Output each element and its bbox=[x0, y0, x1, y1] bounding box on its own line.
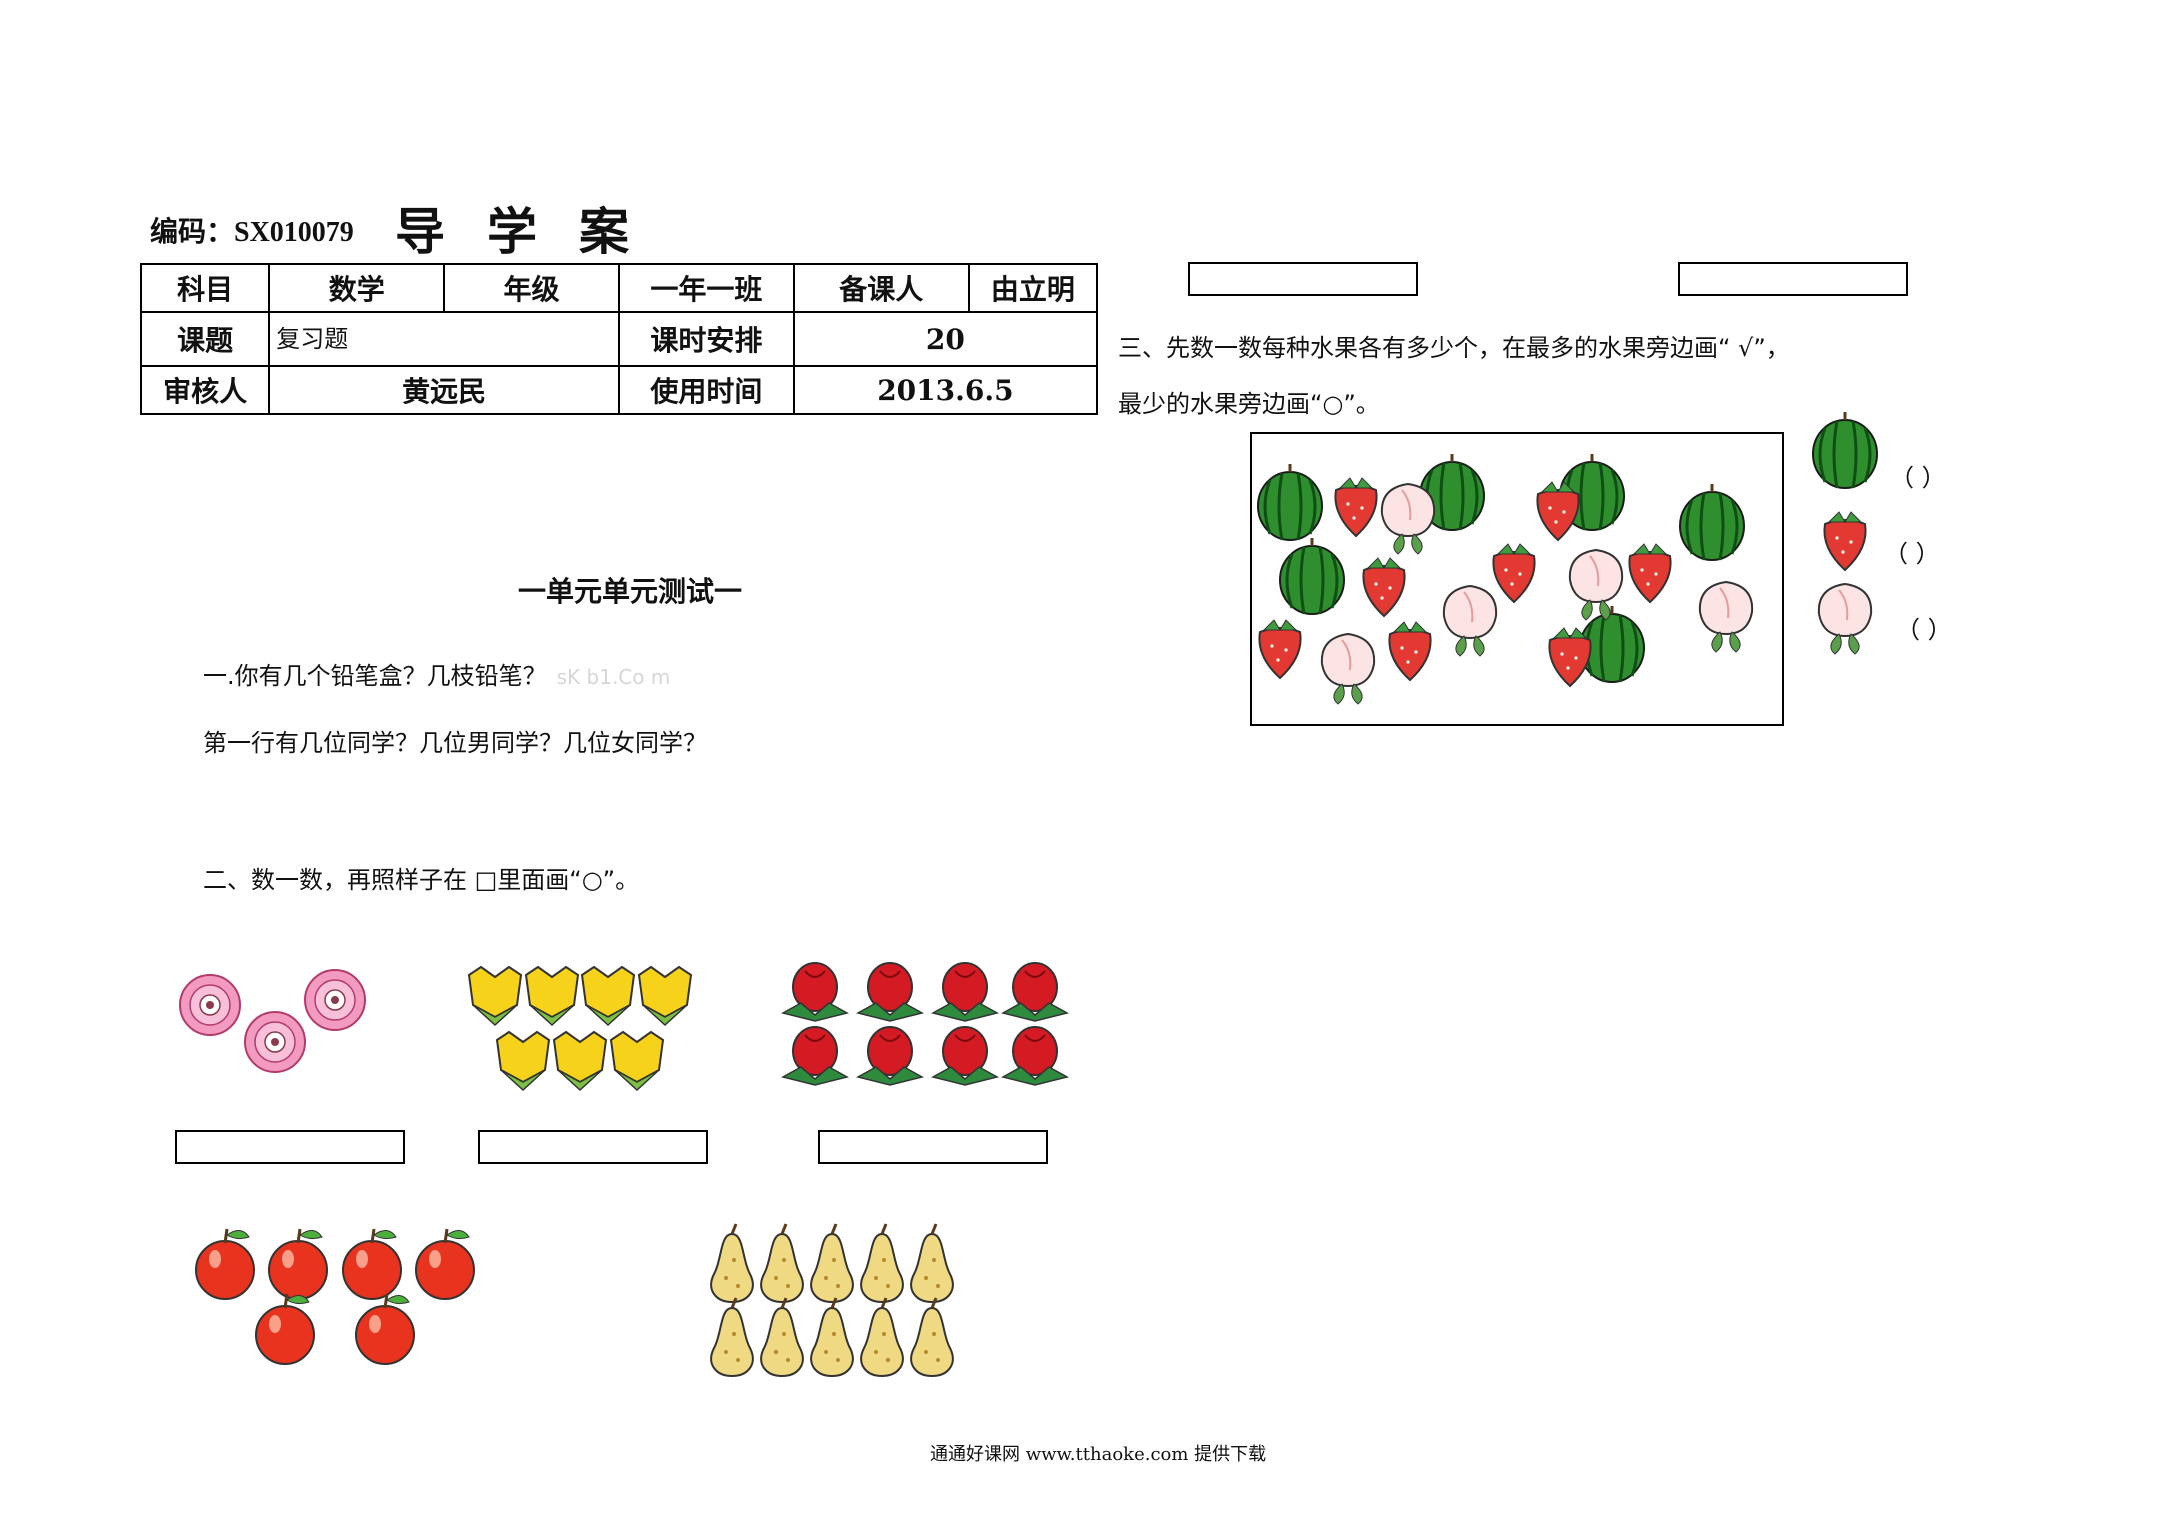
rose-icon bbox=[782, 962, 848, 1022]
date-value: 2013.6.5 bbox=[792, 365, 1099, 415]
pear-icon bbox=[809, 1296, 855, 1378]
pear-icon bbox=[709, 1296, 755, 1378]
pear-icon bbox=[759, 1296, 805, 1378]
strawberry-icon bbox=[1628, 543, 1672, 603]
tulip-group bbox=[468, 966, 692, 1091]
question-3-line-1: 三、先数一数每种水果各有多少个，在最多的水果旁边画“ √”， bbox=[1118, 334, 1790, 362]
strawberry-icon bbox=[1334, 477, 1378, 537]
answer-box[interactable] bbox=[1188, 262, 1418, 296]
peach-icon bbox=[1380, 483, 1436, 555]
peach-icon bbox=[1817, 583, 1873, 655]
question-1-line-1: 一.你有几个铅笔盒？几枝铅笔？ sK b1.Co m bbox=[203, 656, 670, 691]
apple-icon bbox=[341, 1227, 403, 1301]
pink-flower-icon bbox=[179, 974, 241, 1036]
rose-icon bbox=[932, 1026, 998, 1086]
answer-box[interactable] bbox=[1678, 262, 1908, 296]
apple-icon bbox=[267, 1227, 329, 1301]
answer-box[interactable] bbox=[478, 1130, 708, 1164]
strawberry-icon bbox=[1362, 557, 1406, 617]
pear-icon bbox=[759, 1222, 805, 1304]
answer-box[interactable] bbox=[818, 1130, 1048, 1164]
preparer-label: 备课人 bbox=[792, 263, 970, 313]
date-label: 使用时间 bbox=[617, 365, 795, 415]
info-table: 科目 数学 年级 一年一班 备课人 由立明 课题 复习题 课时安排 20 审核人… bbox=[139, 263, 1099, 415]
pink-flower-icon bbox=[304, 969, 366, 1031]
pear-icon bbox=[809, 1222, 855, 1304]
peach-icon bbox=[1698, 581, 1754, 653]
watermelon-icon bbox=[1811, 410, 1879, 490]
schedule-value: 20 bbox=[792, 311, 1099, 367]
answer-paren-watermelon[interactable]: （ ） bbox=[1890, 464, 1946, 492]
table-row: 科目 数学 年级 一年一班 备课人 由立明 bbox=[139, 263, 1099, 313]
table-row: 审核人 黄远民 使用时间 2013.6.5 bbox=[139, 365, 1099, 415]
strawberry-icon bbox=[1388, 621, 1432, 681]
unit-title: 一单元单元测试一 bbox=[518, 575, 743, 608]
pear-group bbox=[709, 1222, 955, 1378]
subject-value: 数学 bbox=[268, 263, 446, 313]
tulip-icon bbox=[496, 1031, 550, 1091]
strawberry-icon bbox=[1492, 543, 1536, 603]
footer-text: 通通好课网 www.tthaoke.com 提供下载 bbox=[930, 1444, 1267, 1465]
reviewer-value: 黄远民 bbox=[268, 365, 620, 415]
question-2-text: 二、数一数，再照样子在 □里面画“○”。 bbox=[203, 866, 640, 894]
fruit-board bbox=[1250, 432, 1784, 726]
page-title: 导学案 bbox=[395, 202, 671, 261]
rose-icon bbox=[932, 962, 998, 1022]
apple-icon bbox=[354, 1292, 416, 1366]
rose-icon bbox=[857, 962, 923, 1022]
apple-icon bbox=[194, 1227, 256, 1301]
question-1-line-2: 第一行有几位同学？几位男同学？几位女同学？ bbox=[203, 729, 707, 757]
apple-group bbox=[194, 1227, 476, 1366]
tulip-icon bbox=[581, 966, 635, 1026]
peach-icon bbox=[1320, 633, 1376, 705]
rose-icon bbox=[857, 1026, 923, 1086]
tulip-icon bbox=[610, 1031, 664, 1091]
strawberry-icon bbox=[1536, 481, 1580, 541]
watermelon-icon bbox=[1278, 536, 1346, 616]
preparer-value: 由立明 bbox=[967, 263, 1099, 313]
tulip-icon bbox=[553, 1031, 607, 1091]
subject-label: 科目 bbox=[139, 263, 271, 313]
strawberry-icon bbox=[1258, 619, 1302, 679]
topic-label: 课题 bbox=[139, 311, 271, 367]
question-1-text: 一.你有几个铅笔盒？几枝铅笔？ bbox=[203, 662, 547, 690]
question-3-line-2: 最少的水果旁边画“○”。 bbox=[1118, 390, 1380, 418]
pear-icon bbox=[859, 1222, 905, 1304]
flower-group bbox=[179, 969, 366, 1073]
pear-icon bbox=[909, 1296, 955, 1378]
watermelon-icon bbox=[1678, 482, 1746, 562]
pear-icon bbox=[709, 1222, 755, 1304]
strawberry-icon bbox=[1823, 511, 1867, 571]
schedule-label: 课时安排 bbox=[617, 311, 795, 367]
fruit-board-drawing bbox=[1256, 452, 1754, 705]
watermark-text: sK b1.Co m bbox=[556, 665, 671, 689]
document-code: 编码：SX010079 bbox=[150, 217, 354, 248]
rose-icon bbox=[1002, 1026, 1068, 1086]
peach-icon bbox=[1568, 549, 1624, 621]
tulip-icon bbox=[468, 966, 522, 1026]
watermelon-icon bbox=[1256, 462, 1324, 542]
answer-box[interactable] bbox=[175, 1130, 405, 1164]
reviewer-label: 审核人 bbox=[139, 365, 271, 415]
tulip-icon bbox=[638, 966, 692, 1026]
answer-paren-strawberry[interactable]: （ ） bbox=[1884, 540, 1940, 568]
pear-icon bbox=[909, 1222, 955, 1304]
grade-value: 一年一班 bbox=[617, 263, 795, 313]
apple-icon bbox=[414, 1227, 476, 1301]
rose-group bbox=[782, 962, 1068, 1086]
pear-icon bbox=[859, 1296, 905, 1378]
peach-icon bbox=[1442, 585, 1498, 657]
tulip-icon bbox=[525, 966, 579, 1026]
topic-value: 复习题 bbox=[268, 311, 620, 367]
rose-icon bbox=[782, 1026, 848, 1086]
strawberry-icon bbox=[1548, 627, 1592, 687]
fruit-legend bbox=[1811, 410, 1879, 655]
answer-paren-peach[interactable]: （ ） bbox=[1896, 616, 1952, 644]
table-row: 课题 复习题 课时安排 20 bbox=[139, 311, 1099, 367]
grade-label: 年级 bbox=[443, 263, 620, 313]
pink-flower-icon bbox=[244, 1011, 306, 1073]
rose-icon bbox=[1002, 962, 1068, 1022]
apple-icon bbox=[254, 1292, 316, 1366]
